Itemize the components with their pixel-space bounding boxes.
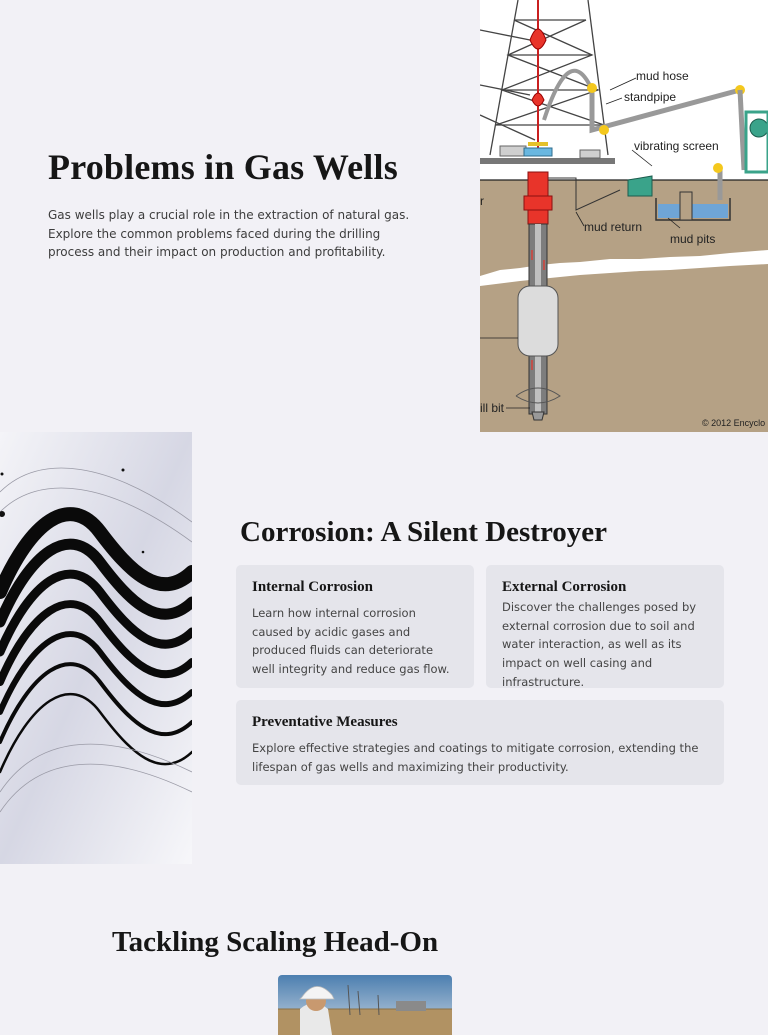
external-corrosion-card: External Corrosion Discover the challeng…: [486, 565, 724, 688]
page-title: Problems in Gas Wells: [48, 147, 398, 187]
label-mud-hose: mud hose: [636, 69, 689, 83]
label-mud-pits: mud pits: [670, 232, 715, 246]
card-title: Internal Corrosion: [252, 579, 373, 595]
card-title: External Corrosion: [502, 579, 627, 595]
card-text: Discover the challenges posed by externa…: [502, 600, 697, 688]
abstract-wave-image: [0, 432, 192, 864]
internal-corrosion-card: Internal Corrosion Learn how internal co…: [236, 565, 474, 688]
corrosion-section-title: Corrosion: A Silent Destroyer: [240, 516, 608, 548]
label-drill-bit: ill bit: [480, 401, 505, 415]
preventative-measures-card: Preventative Measures Explore effective …: [236, 700, 724, 785]
drilling-rig-diagram: mud hose standpipe vibrating screen mud …: [480, 0, 768, 432]
label-vibrating-screen: vibrating screen: [634, 139, 719, 153]
label-standpipe: standpipe: [624, 90, 676, 104]
card-title: Preventative Measures: [252, 714, 398, 730]
worker-photo: [278, 975, 452, 1035]
intro-paragraph: Gas wells play a crucial role in the ext…: [48, 208, 410, 260]
label-mud-return: mud return: [584, 220, 642, 234]
card-text: Learn how internal corrosion caused by a…: [252, 606, 450, 677]
label-partial-left: r: [480, 194, 484, 208]
card-text: Explore effective strategies and coating…: [252, 741, 699, 774]
copyright-text: © 2012 Encyclo: [702, 418, 765, 428]
scaling-section-title: Tackling Scaling Head-On: [112, 926, 439, 958]
